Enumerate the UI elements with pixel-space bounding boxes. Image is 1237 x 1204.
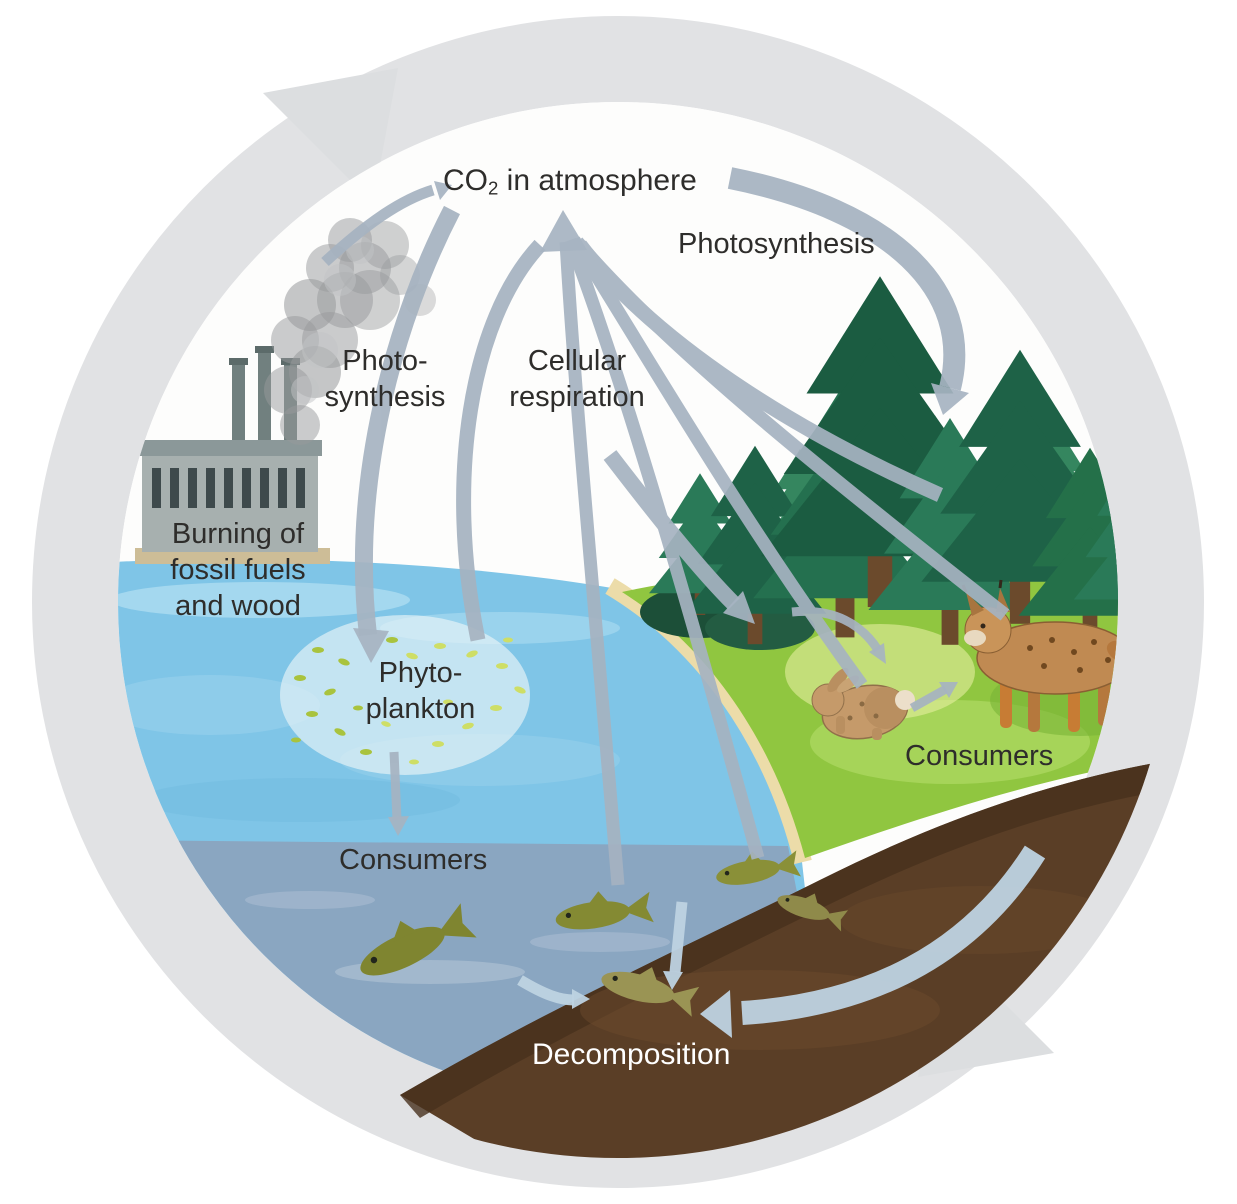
arrow-respiration-from-fish-mid (559, 241, 625, 886)
decomposition-arrowheads (572, 971, 732, 1038)
decomposition-label: Decomposition (532, 1038, 731, 1071)
co2-prefix: CO (443, 164, 488, 197)
arrow-fish-to-lakebed (517, 975, 575, 1006)
arrow-rabbit-to-lynx (909, 685, 949, 712)
cellular-respiration-label: Cellular respiration (509, 345, 645, 413)
arrow-phytoplankton-to-fish (389, 751, 402, 821)
arrow-photosynthesis-to-ocean (355, 205, 460, 637)
co2-suffix: in atmosphere (498, 164, 697, 197)
consumers-water-label: Consumers (339, 844, 488, 876)
arrow-burning-to-co2 (321, 184, 435, 267)
photosynthesis-left-label: Photo- synthesis (324, 345, 446, 413)
co2-subscript: 2 (488, 177, 499, 199)
lynx-illustration (961, 579, 1118, 732)
decomposition-arrows (517, 845, 1046, 1025)
photosynthesis-right-label: Photosynthesis (678, 228, 875, 260)
arrow-decomposition-main (741, 845, 1046, 1025)
rabbit-illustration (811, 667, 915, 740)
phytoplankton-label: Phyto- plankton (365, 657, 476, 725)
arrow-photosynthesis-to-forest (727, 167, 966, 391)
arrow-respiration-from-lynx (571, 237, 1010, 621)
arrow-plants-to-rabbit (791, 606, 882, 653)
factory-illustration (135, 346, 330, 564)
arrow-respiration-from-phytoplankton (456, 239, 546, 642)
co2-atmosphere-label: CO2 in atmosphere (443, 162, 697, 200)
flow-arrows (321, 167, 1010, 886)
flow-arrowheads (353, 181, 969, 836)
arrow-co2-to-forest-band (603, 450, 740, 610)
consumers-land-label: Consumers (905, 740, 1054, 772)
burning-fossil-fuels-label: Burning of fossil fuels and wood (170, 518, 306, 622)
arrow-sinking-to-lakebed (669, 901, 688, 973)
phytoplankton-illustration (280, 615, 530, 775)
ring-arrowhead-top-left-icon (263, 68, 398, 203)
